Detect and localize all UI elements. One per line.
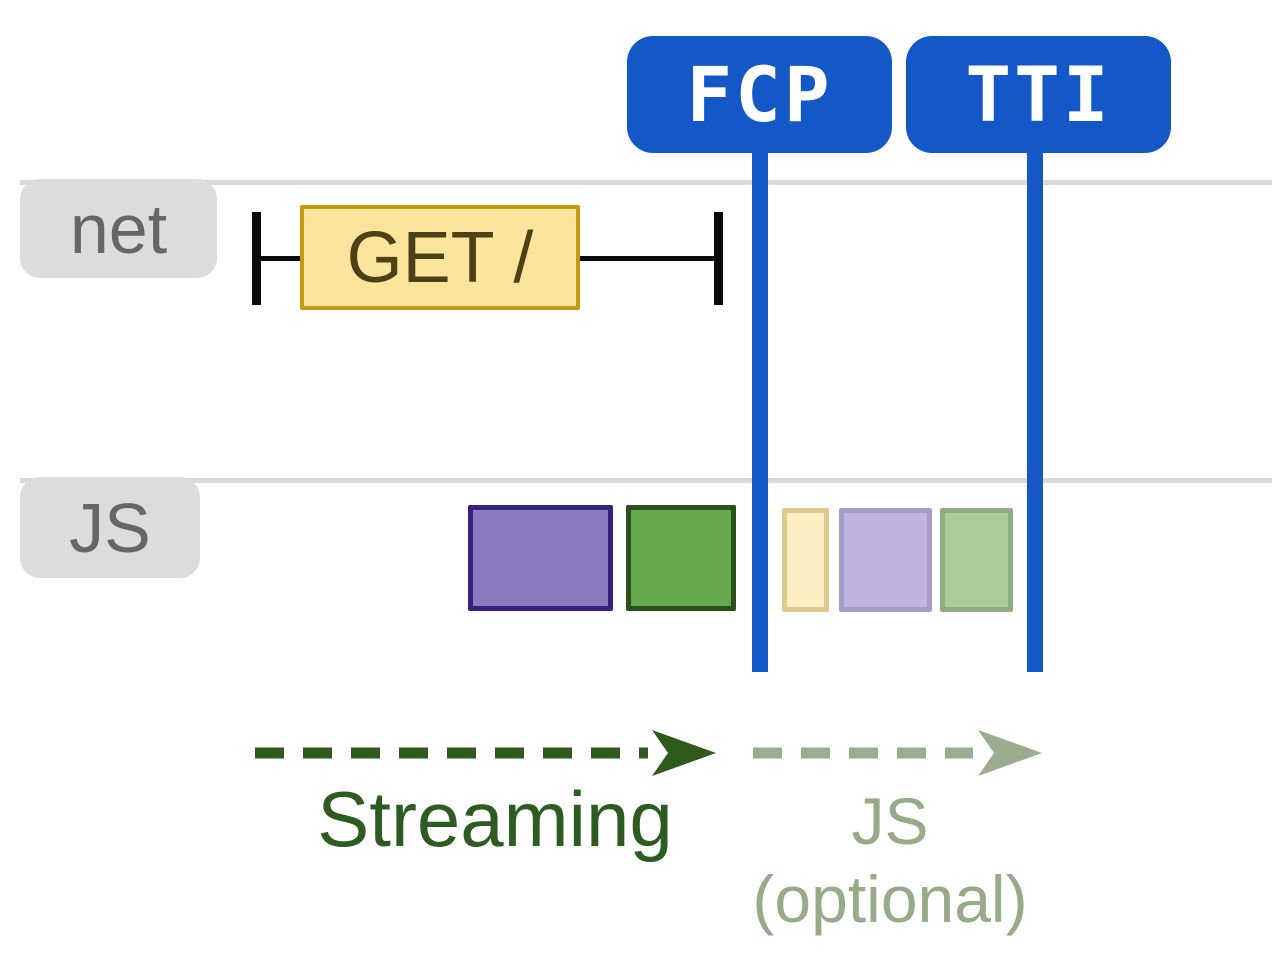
js-task-solid-purple bbox=[468, 505, 613, 611]
js-phase-label: JS bbox=[851, 784, 929, 858]
request-start-tick bbox=[252, 212, 261, 305]
request-end-tick bbox=[714, 212, 723, 305]
js-optional-phase-label: (optional) bbox=[752, 862, 1028, 936]
net-track-line bbox=[20, 180, 1272, 185]
get-request-label: GET / bbox=[346, 217, 534, 298]
js-task-solid-green bbox=[626, 505, 736, 611]
js-track-line bbox=[20, 478, 1272, 483]
fcp-badge-label: FCP bbox=[686, 49, 833, 139]
fcp-badge: FCP bbox=[627, 36, 892, 153]
js-lane-label: JS bbox=[69, 488, 151, 567]
js-task-faded-green bbox=[940, 508, 1013, 612]
fcp-marker-line bbox=[752, 148, 768, 672]
net-lane-tab: net bbox=[20, 179, 217, 278]
js-optional-arrow-icon bbox=[753, 730, 1042, 776]
js-task-faded-purple bbox=[839, 508, 932, 612]
tti-badge-label: TTI bbox=[965, 49, 1112, 139]
get-request-box: GET / bbox=[300, 205, 580, 310]
js-lane-tab: JS bbox=[20, 477, 200, 578]
streaming-arrow-icon bbox=[255, 730, 716, 776]
js-task-faded-yellow bbox=[782, 508, 829, 612]
tti-badge: TTI bbox=[906, 36, 1171, 153]
net-lane-label: net bbox=[69, 189, 168, 268]
tti-marker-line bbox=[1027, 148, 1043, 672]
streaming-phase-label: Streaming bbox=[317, 775, 673, 863]
